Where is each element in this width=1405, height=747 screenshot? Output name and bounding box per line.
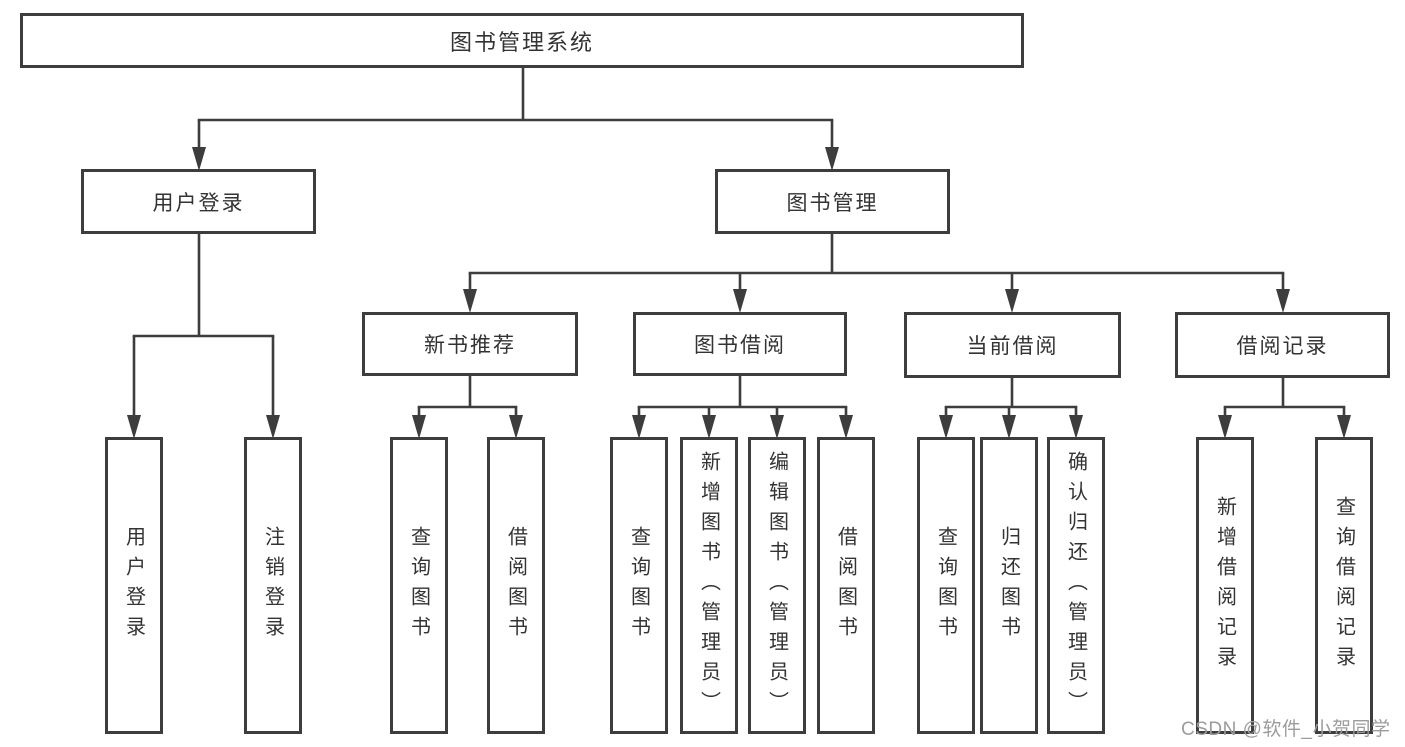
leaf-user-login: 用户登录 — [105, 437, 163, 734]
leaf-logout: 注销登录 — [244, 437, 302, 734]
leaf-query-books-borrow: 查询图书 — [610, 437, 668, 734]
node-user-login-group: 用户登录 — [81, 169, 316, 234]
leaf-borrow-books: 借阅图书 — [817, 437, 875, 734]
leaf-query-books-current: 查询图书 — [917, 437, 975, 734]
leaf-add-borrow-record: 新增借阅记录 — [1196, 437, 1254, 734]
leaf-add-book-admin: 新增图书（管理员） — [680, 437, 738, 734]
node-book-management: 图书管理 — [715, 169, 950, 234]
node-borrow-records: 借阅记录 — [1175, 312, 1390, 378]
leaf-query-borrow-record: 查询借阅记录 — [1315, 437, 1373, 734]
leaf-borrow-books-recommend: 借阅图书 — [487, 437, 545, 734]
leaf-return-book: 归还图书 — [980, 437, 1038, 734]
leaf-edit-book-admin: 编辑图书（管理员） — [748, 437, 806, 734]
csdn-watermark: CSDN @软件_小贺同学 — [1181, 719, 1391, 740]
node-new-book-recommend: 新书推荐 — [362, 312, 578, 376]
node-book-borrow: 图书借阅 — [633, 312, 847, 376]
leaf-query-books-recommend: 查询图书 — [390, 437, 448, 734]
node-root-system: 图书管理系统 — [20, 13, 1024, 68]
node-current-borrow: 当前借阅 — [904, 312, 1121, 378]
leaf-confirm-return-admin: 确认归还（管理员） — [1047, 437, 1105, 734]
